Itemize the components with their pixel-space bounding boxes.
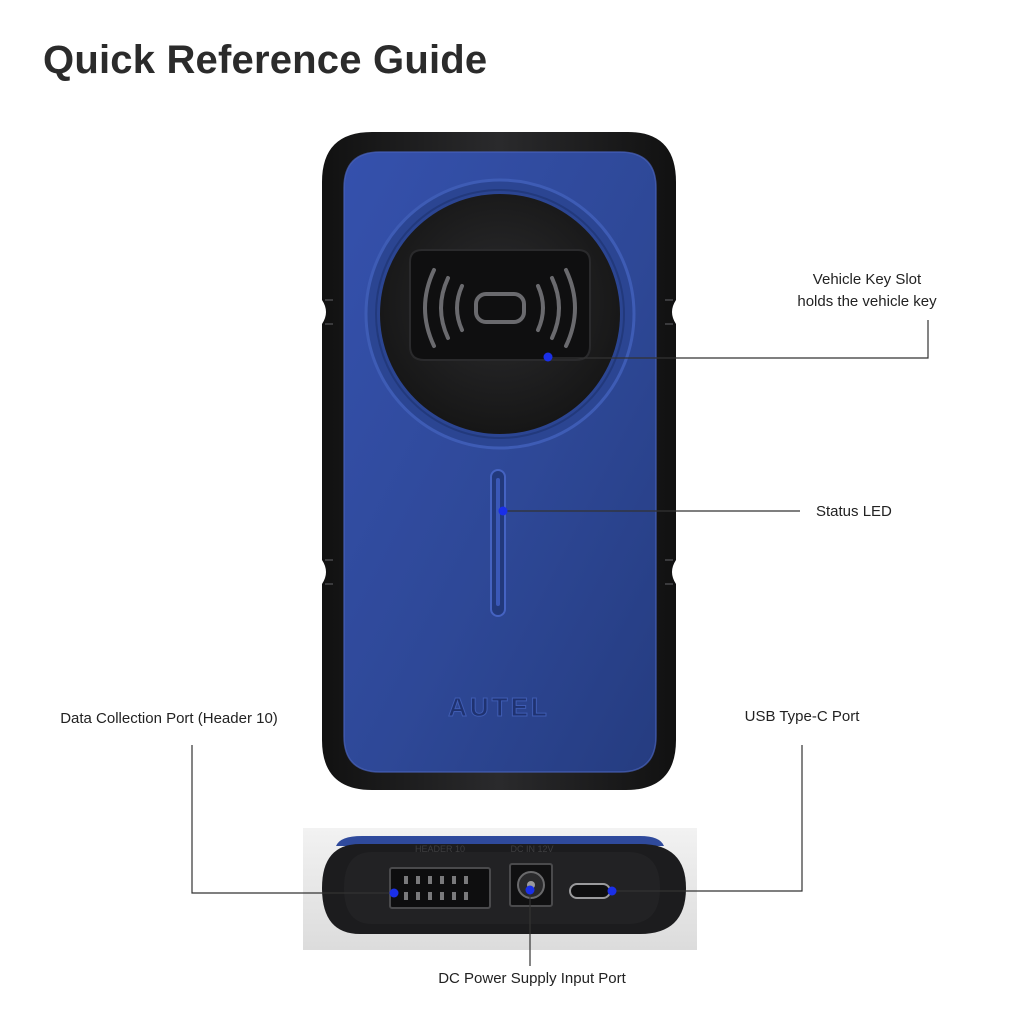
label-dc-power-port: DC Power Supply Input Port xyxy=(438,970,626,987)
nfc-icon xyxy=(423,268,577,348)
label-usb-type-c-port: USB Type-C Port xyxy=(744,708,860,725)
header-pins xyxy=(404,876,468,900)
label-vehicle-key-slot-desc: holds the vehicle key xyxy=(797,293,937,310)
usb-type-c-port xyxy=(569,883,611,899)
device-bottom: HEADER 10 DC IN 12V xyxy=(303,828,697,950)
page-title: Quick Reference Guide xyxy=(43,38,488,82)
brand-logo: AUTEL xyxy=(448,692,550,722)
dot-key-slot xyxy=(543,352,553,362)
leader-usb-port xyxy=(612,745,803,892)
data-collection-port xyxy=(389,867,491,909)
label-data-collection-port: Data Collection Port (Header 10) xyxy=(60,710,278,727)
dc-port-marking: DC IN 12V xyxy=(510,844,553,854)
device-front: AUTEL xyxy=(322,132,676,790)
dot-status-led xyxy=(498,506,508,516)
label-vehicle-key-slot-title: Vehicle Key Slot xyxy=(812,271,922,288)
label-status-led: Status LED xyxy=(816,503,892,520)
bumper-ridges xyxy=(325,299,673,585)
label-vehicle-key-slot: Vehicle Key Slot holds the vehicle key xyxy=(770,269,964,313)
header-port-marking: HEADER 10 xyxy=(415,844,465,854)
leader-key-slot xyxy=(548,320,929,359)
leader-lines xyxy=(191,320,929,966)
dot-data-port xyxy=(389,888,399,898)
callout-dots xyxy=(389,352,617,898)
dot-dc-port xyxy=(525,885,535,895)
leader-data-port xyxy=(191,745,391,894)
vehicle-key-slot xyxy=(409,249,591,361)
dot-usb-port xyxy=(607,886,617,896)
